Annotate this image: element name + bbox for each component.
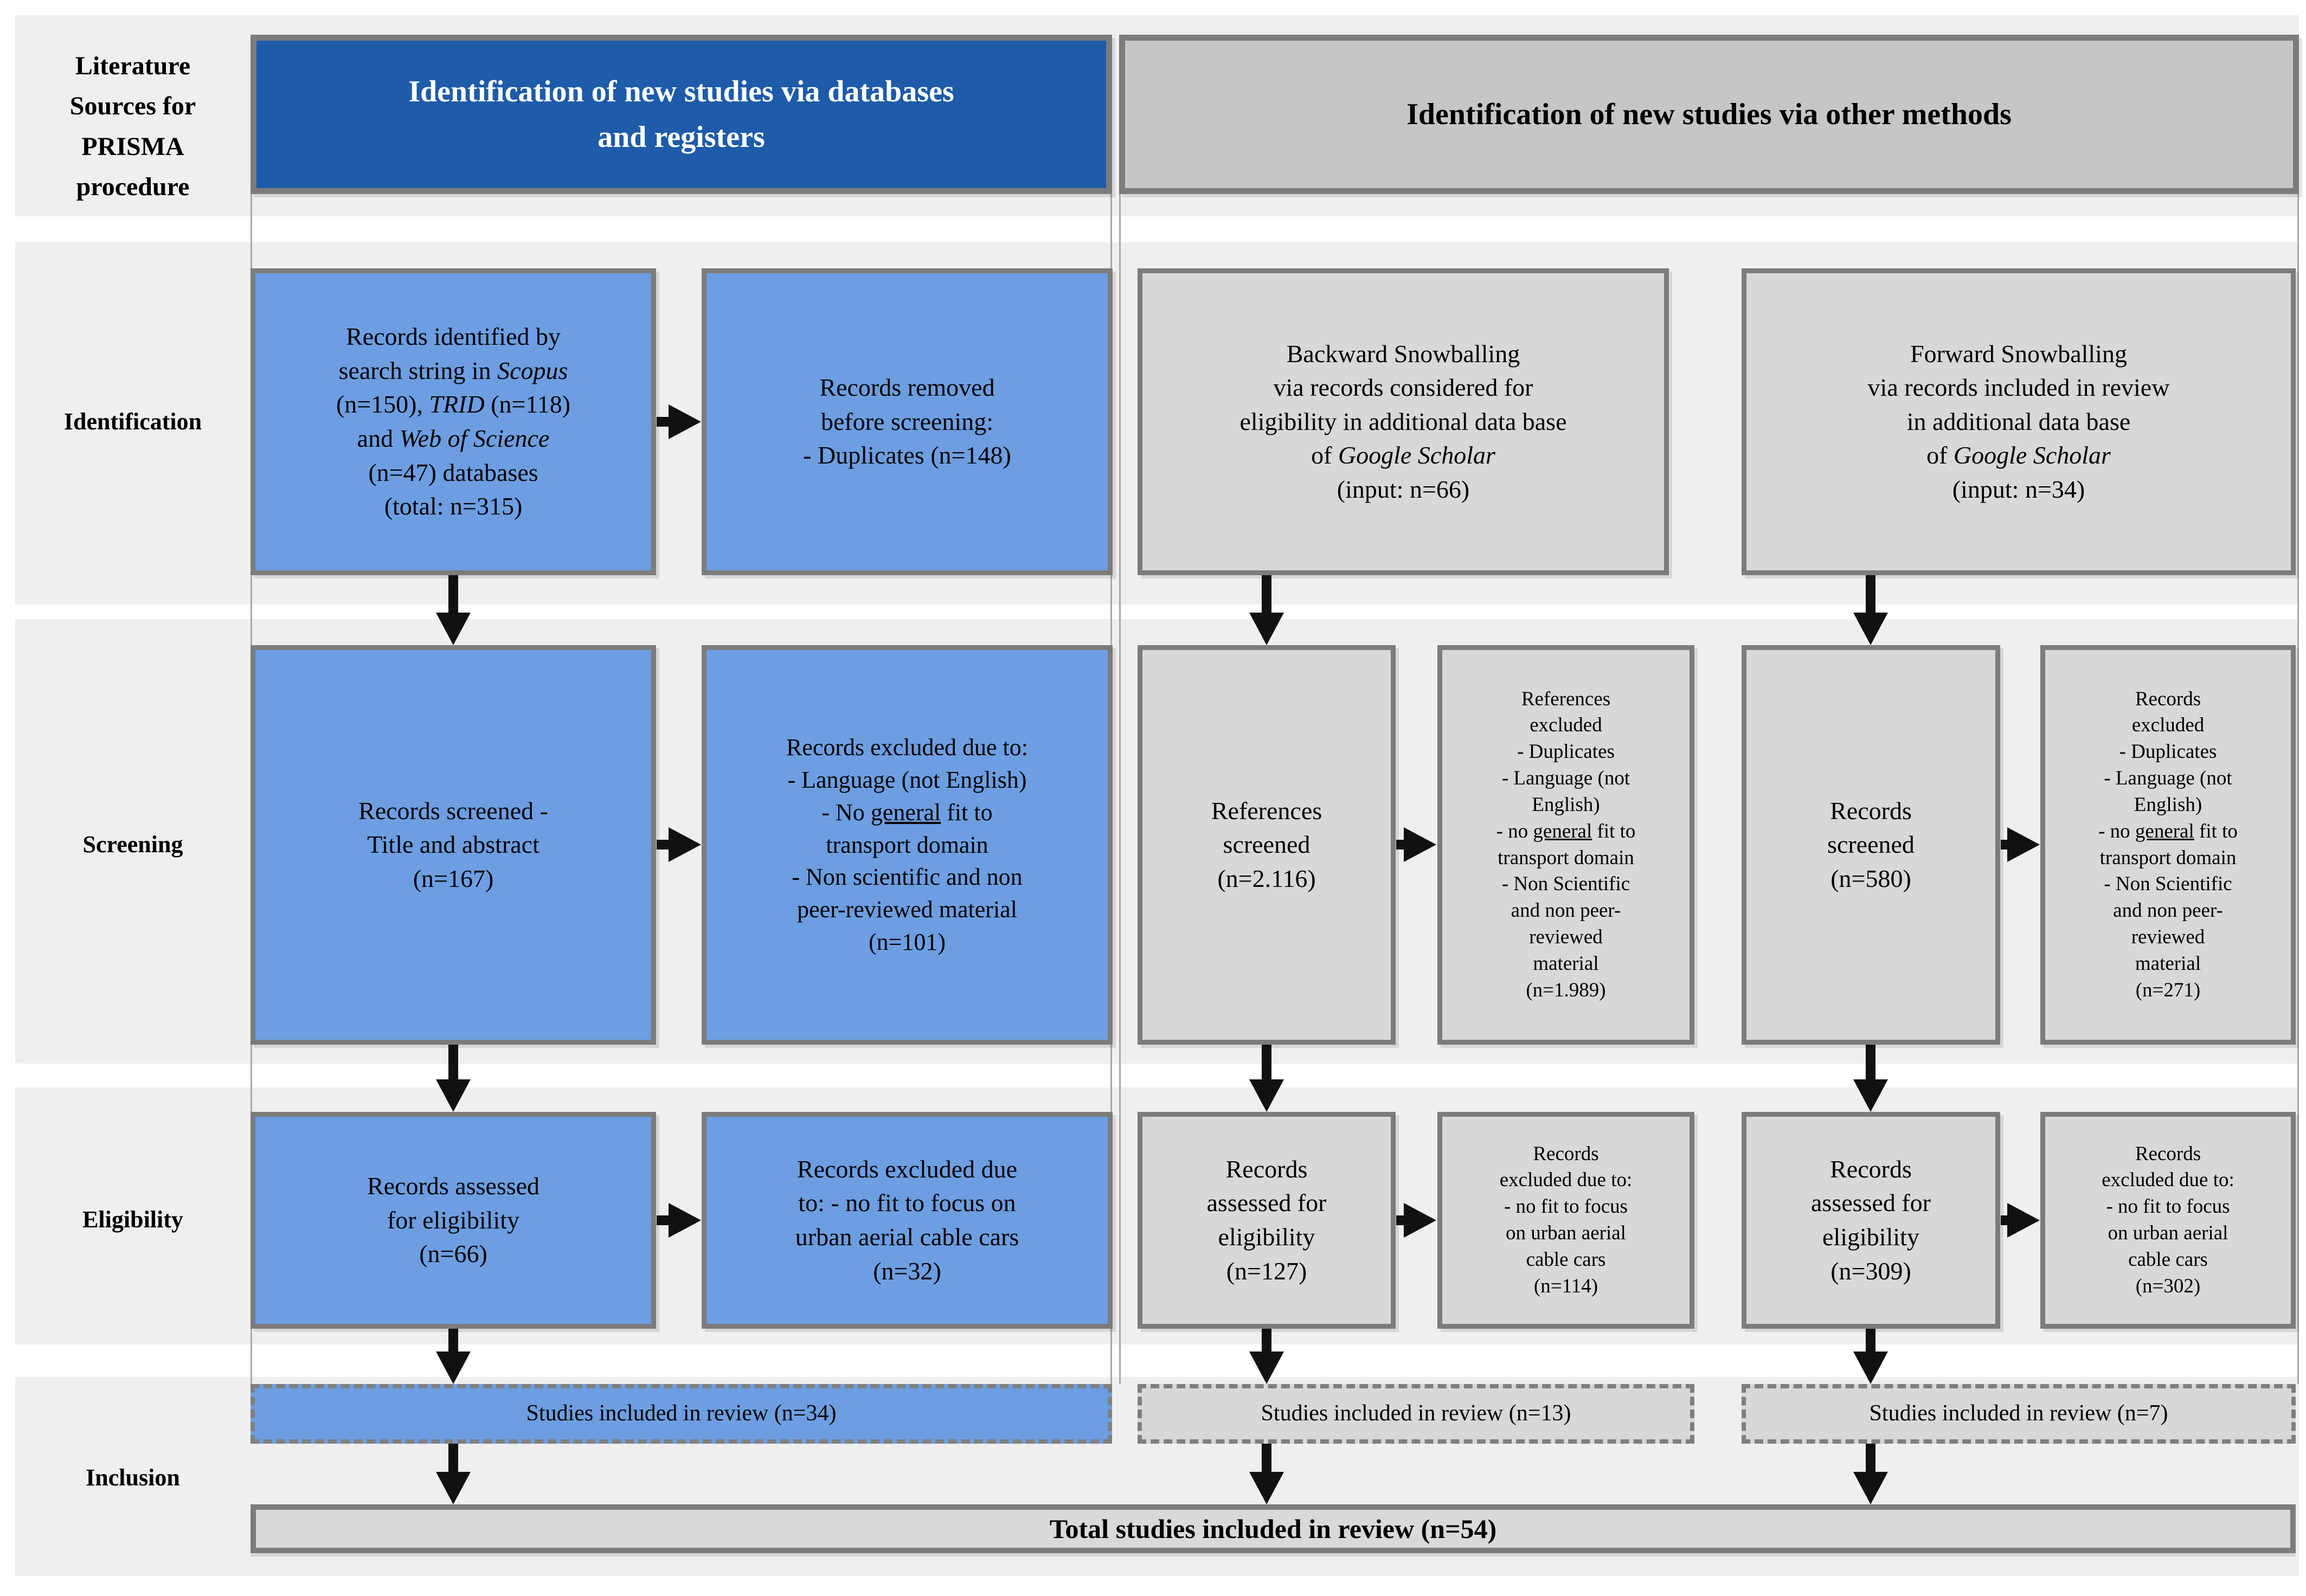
box-references-screened: References screened (n=2.116) [1138, 645, 1396, 1045]
arrow-right [657, 840, 670, 850]
arrow-down [448, 575, 458, 613]
arrow-down [448, 1329, 458, 1352]
arrow-right-head [2007, 1203, 2040, 1238]
column-group-other-methods [1119, 194, 2299, 1384]
header-databases-registers: Identification of new studies via databa… [250, 35, 1112, 194]
arrow-down [1866, 575, 1875, 613]
box-records-excluded-eligibility-forward: Records excluded due to: - no fit to foc… [2040, 1112, 2296, 1329]
arrow-down [1262, 575, 1271, 613]
arrow-down-head [436, 613, 471, 645]
box-records-assessed-backward: Records assessed for eligibility (n=127) [1138, 1112, 1396, 1329]
box-studies-included-backward: Studies included in review (n=13) [1138, 1384, 1694, 1444]
arrow-down [1866, 1045, 1875, 1080]
arrow-down [1262, 1045, 1271, 1080]
box-backward-snowballing: Backward Snowballing via records conside… [1138, 268, 1669, 575]
arrow-down-head [1853, 1079, 1888, 1112]
box-records-excluded-eligibility-databases: Records excluded due to: - no fit to foc… [702, 1112, 1113, 1329]
box-studies-included-databases: Studies included in review (n=34) [250, 1384, 1112, 1444]
box-records-removed: Records removed before screening: - Dupl… [702, 268, 1113, 575]
arrow-right-head [2007, 827, 2040, 862]
arrow-down [1262, 1329, 1271, 1352]
arrow-right-head [669, 404, 701, 439]
arrow-right-head [669, 827, 701, 862]
box-total-studies-included: Total studies included in review (n=54) [250, 1504, 2296, 1553]
box-records-excluded-screening-databases: Records excluded due to: - Language (not… [702, 645, 1113, 1045]
arrow-down-head [1853, 1352, 1888, 1384]
box-references-excluded: References excluded - Duplicates - Langu… [1437, 645, 1694, 1045]
row-label-inclusion: Inclusion [86, 1464, 180, 1491]
arrow-down-head [436, 1079, 471, 1112]
arrow-down [448, 1045, 458, 1080]
arrow-right [1396, 840, 1405, 850]
arrow-right-head [1404, 827, 1436, 862]
row-label-screening: Screening [82, 831, 183, 858]
arrow-right-head [669, 1203, 701, 1238]
arrow-down-head [1853, 613, 1888, 645]
box-records-identified-databases: Records identified by search string in S… [250, 268, 656, 575]
literature-sources-label: Literature Sources for PRISMA procedure [69, 52, 196, 202]
arrow-right [657, 417, 670, 427]
row-label-identification: Identification [63, 408, 202, 435]
row-label-eligibility: Eligibility [82, 1206, 183, 1233]
box-records-assessed-forward: Records assessed for eligibility (n=309) [1742, 1112, 2000, 1329]
arrow-down-head [436, 1472, 471, 1504]
arrow-down-head [1249, 1079, 1284, 1112]
arrow-down [448, 1444, 458, 1472]
arrow-down-head [436, 1352, 471, 1384]
header-other-methods: Identification of new studies via other … [1119, 35, 2299, 194]
arrow-right [2001, 840, 2008, 850]
arrow-right-head [1404, 1203, 1436, 1238]
box-records-screened-databases: Records screened - Title and abstract (n… [250, 645, 656, 1045]
box-forward-snowballing: Forward Snowballing via records included… [1742, 268, 2296, 575]
box-records-excluded-eligibility-backward: Records excluded due to: - no fit to foc… [1437, 1112, 1694, 1329]
arrow-right [1396, 1215, 1405, 1225]
box-studies-included-forward: Studies included in review (n=7) [1742, 1384, 2296, 1444]
arrow-down-head [1249, 1472, 1284, 1504]
box-records-excluded-forward: Records excluded - Duplicates - Language… [2040, 645, 2296, 1045]
arrow-down [1262, 1444, 1271, 1472]
box-records-screened-forward: Records screened (n=580) [1742, 645, 2000, 1045]
arrow-down-head [1853, 1472, 1888, 1504]
arrow-down-head [1249, 613, 1284, 645]
arrow-right [2001, 1215, 2008, 1225]
arrow-down-head [1249, 1352, 1284, 1384]
arrow-down [1866, 1329, 1875, 1352]
arrow-right [657, 1215, 670, 1225]
box-records-assessed-databases: Records assessed for eligibility (n=66) [250, 1112, 656, 1329]
arrow-down [1866, 1444, 1875, 1472]
